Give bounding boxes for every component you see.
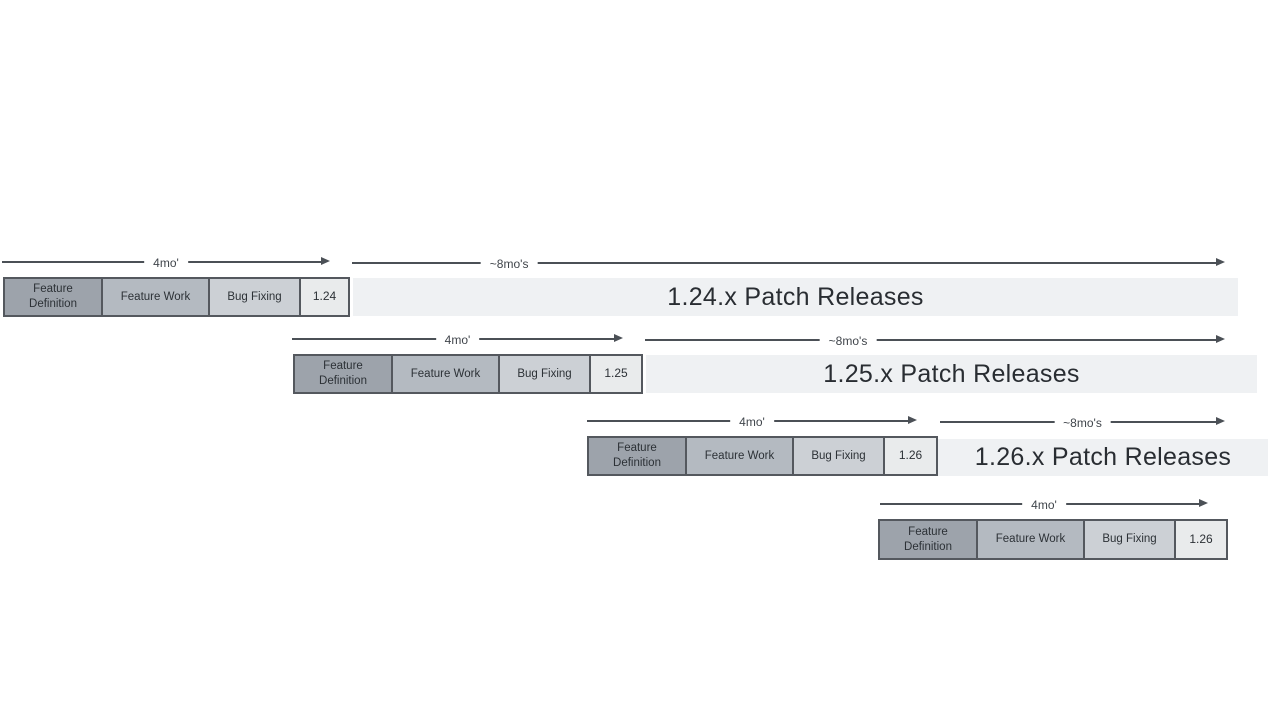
arrowhead-icon — [614, 334, 623, 342]
phase-box-feature-work: Feature Work — [685, 436, 794, 476]
version-box: 1.26 — [883, 436, 938, 476]
release-cycle-row-1.26: Feature Definition Feature Work Bug Fixi… — [587, 436, 938, 476]
patch-releases-label: 1.25.x Patch Releases — [823, 359, 1080, 388]
version-box: 1.24 — [299, 277, 350, 317]
version-box: 1.25 — [589, 354, 643, 394]
release-cycle-row-next: Feature Definition Feature Work Bug Fixi… — [878, 519, 1228, 560]
version-box: 1.26 — [1174, 519, 1228, 560]
duration-label-8mo: ~8mo's — [1054, 415, 1111, 431]
phase-box-feature-definition: Feature Definition — [3, 277, 103, 317]
phase-box-feature-work: Feature Work — [976, 519, 1085, 560]
arrowhead-icon — [1216, 258, 1225, 266]
phase-box-feature-work: Feature Work — [391, 354, 500, 394]
patch-releases-bar-1.24: 1.24.x Patch Releases — [353, 278, 1238, 316]
arrowhead-icon — [1216, 417, 1225, 425]
arrowhead-icon — [1199, 499, 1208, 507]
release-cycle-row-1.25: Feature Definition Feature Work Bug Fixi… — [293, 354, 643, 394]
phase-box-feature-definition: Feature Definition — [293, 354, 393, 394]
phase-box-bug-fixing: Bug Fixing — [792, 436, 885, 476]
arrowhead-icon — [1216, 335, 1225, 343]
phase-box-bug-fixing: Bug Fixing — [1083, 519, 1176, 560]
patch-releases-bar-1.26: 1.26.x Patch Releases — [938, 439, 1268, 476]
arrowhead-icon — [908, 416, 917, 424]
duration-label-8mo: ~8mo's — [819, 333, 877, 349]
phase-box-bug-fixing: Bug Fixing — [498, 354, 591, 394]
arrowhead-icon — [321, 257, 330, 265]
phase-box-feature-definition: Feature Definition — [587, 436, 687, 476]
duration-label-4mo: 4mo' — [730, 414, 774, 430]
arrow-line — [352, 262, 1220, 264]
patch-releases-label: 1.26.x Patch Releases — [974, 443, 1232, 471]
patch-releases-label: 1.24.x Patch Releases — [667, 282, 924, 311]
arrow-line — [645, 339, 1220, 341]
duration-label-4mo: 4mo' — [435, 332, 480, 348]
duration-label-4mo: 4mo' — [1022, 497, 1066, 513]
release-cycle-row-1.24: Feature Definition Feature Work Bug Fixi… — [3, 277, 350, 317]
phase-box-feature-definition: Feature Definition — [878, 519, 978, 560]
phase-box-feature-work: Feature Work — [101, 277, 210, 317]
patch-releases-bar-1.25: 1.25.x Patch Releases — [646, 355, 1257, 393]
duration-label-8mo: ~8mo's — [480, 256, 538, 272]
duration-label-4mo: 4mo' — [144, 255, 188, 271]
phase-box-bug-fixing: Bug Fixing — [208, 277, 301, 317]
